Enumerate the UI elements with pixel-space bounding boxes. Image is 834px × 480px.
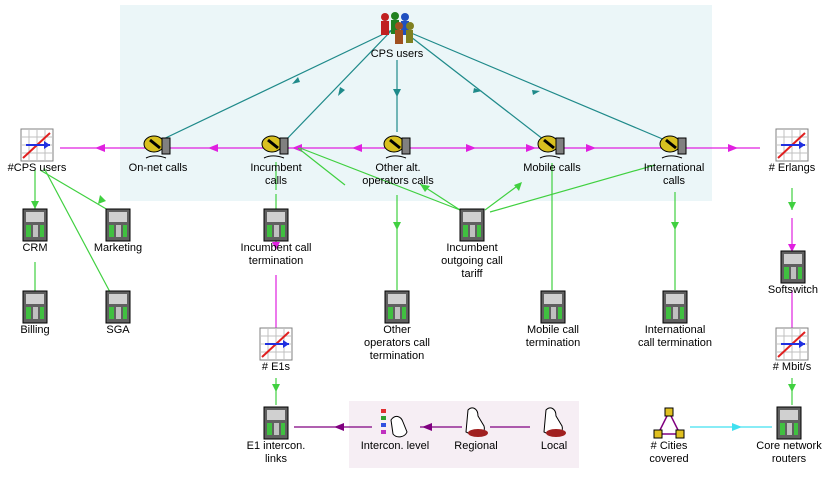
mobile-call-termination-label: Mobile call termination <box>525 324 581 349</box>
server-icon <box>105 290 131 324</box>
sga-label: SGA <box>106 324 130 336</box>
n-mbits-node[interactable]: # Mbit/s <box>755 327 829 374</box>
international-calls-node[interactable]: International calls <box>630 128 718 188</box>
server-icon <box>459 208 485 242</box>
marketing-node[interactable]: Marketing <box>85 208 151 255</box>
server-icon <box>384 290 410 324</box>
graph-icon <box>20 128 54 162</box>
mobile-calls-node[interactable]: Mobile calls <box>512 128 592 175</box>
other-alt-calls-label: Other alt. operators calls <box>362 162 434 187</box>
international-calls-label: International calls <box>643 162 705 187</box>
softswitch-label: Softswitch <box>767 284 819 296</box>
mobile-calls-label: Mobile calls <box>523 162 581 174</box>
server-icon <box>263 406 289 440</box>
phone-icon <box>143 135 171 159</box>
incumbent-call-termination-label: Incumbent call termination <box>240 242 312 267</box>
phone-icon <box>261 135 289 159</box>
incumbent-call-termination-node[interactable]: Incumbent call termination <box>226 208 326 268</box>
hand-pointer-icon <box>465 407 488 437</box>
incumbent-outgoing-tariff-node[interactable]: Incumbent outgoing call tariff <box>428 208 516 281</box>
regional-label: Regional <box>454 440 498 452</box>
hand-pointer-icon <box>543 407 566 437</box>
intercon-level-label: Intercon. level <box>360 440 430 452</box>
graph-icon <box>775 327 809 361</box>
e1-intercon-links-node[interactable]: E1 intercon. links <box>236 406 316 466</box>
server-icon <box>780 250 806 284</box>
graph-icon <box>259 327 293 361</box>
n-e1s-node[interactable]: # E1s <box>240 327 312 374</box>
cps-users-node[interactable]: CPS users <box>360 10 434 61</box>
core-routers-label: Core network routers <box>756 440 822 465</box>
server-icon <box>105 208 131 242</box>
phone-icon <box>383 135 411 159</box>
intercon-chain <box>294 423 530 431</box>
core-routers-node[interactable]: Core network routers <box>745 406 833 466</box>
phone-icon <box>659 135 687 159</box>
incumbent-calls-node[interactable]: Incumbent calls <box>238 128 314 188</box>
cps-links <box>154 29 673 144</box>
n-cities-node[interactable]: # Cities covered <box>636 406 702 466</box>
interconnection-region <box>349 401 579 468</box>
server-icon <box>776 406 802 440</box>
cities-link <box>690 423 772 431</box>
incumbent-calls-label: Incumbent calls <box>250 162 302 187</box>
server-icon <box>263 208 289 242</box>
list-select-icon <box>381 409 408 438</box>
server-icon <box>540 290 566 324</box>
cps-users-region <box>120 5 712 201</box>
on-net-calls-node[interactable]: On-net calls <box>115 128 201 175</box>
mobile-call-termination-node[interactable]: Mobile call termination <box>508 290 598 350</box>
other-operators-termination-label: Other operators call termination <box>363 324 431 362</box>
n-mbits-label: # Mbit/s <box>772 361 812 373</box>
billing-node[interactable]: Billing <box>5 290 65 337</box>
server-icon <box>662 290 688 324</box>
other-alt-calls-node[interactable]: Other alt. operators calls <box>350 128 446 188</box>
crm-label: CRM <box>22 242 48 254</box>
phone-icon <box>537 135 565 159</box>
marketing-label: Marketing <box>93 242 143 254</box>
billing-label: Billing <box>20 324 50 336</box>
crm-node[interactable]: CRM <box>5 208 65 255</box>
sga-node[interactable]: SGA <box>88 290 148 337</box>
on-net-calls-label: On-net calls <box>128 162 188 174</box>
server-icon <box>22 290 48 324</box>
local-label: Local <box>540 440 568 452</box>
cost-links <box>31 147 796 405</box>
e1-intercon-links-label: E1 intercon. links <box>246 440 306 465</box>
n-erlangs-label: # Erlangs <box>768 162 816 174</box>
softswitch-node[interactable]: Softswitch <box>760 250 826 297</box>
n-e1s-label: # E1s <box>261 361 291 373</box>
cps-users-label: CPS users <box>370 48 424 60</box>
international-call-termination-label: International call termination <box>638 324 712 349</box>
n-cps-users-node[interactable]: #CPS users <box>0 128 74 175</box>
intercon-level-node[interactable]: Intercon. level <box>352 406 438 453</box>
incumbent-outgoing-tariff-label: Incumbent outgoing call tariff <box>441 242 503 280</box>
server-icon <box>22 208 48 242</box>
n-cps-users-label: #CPS users <box>7 162 67 174</box>
n-erlangs-node[interactable]: # Erlangs <box>755 128 829 175</box>
n-cities-label: # Cities covered <box>649 440 689 465</box>
network-triangle-icon <box>653 407 685 439</box>
local-node[interactable]: Local <box>524 406 584 453</box>
users-group-icon <box>381 12 414 44</box>
graph-icon <box>775 128 809 162</box>
international-call-termination-node[interactable]: International call termination <box>622 290 728 350</box>
regional-node[interactable]: Regional <box>444 406 508 453</box>
other-operators-termination-node[interactable]: Other operators call termination <box>352 290 442 363</box>
